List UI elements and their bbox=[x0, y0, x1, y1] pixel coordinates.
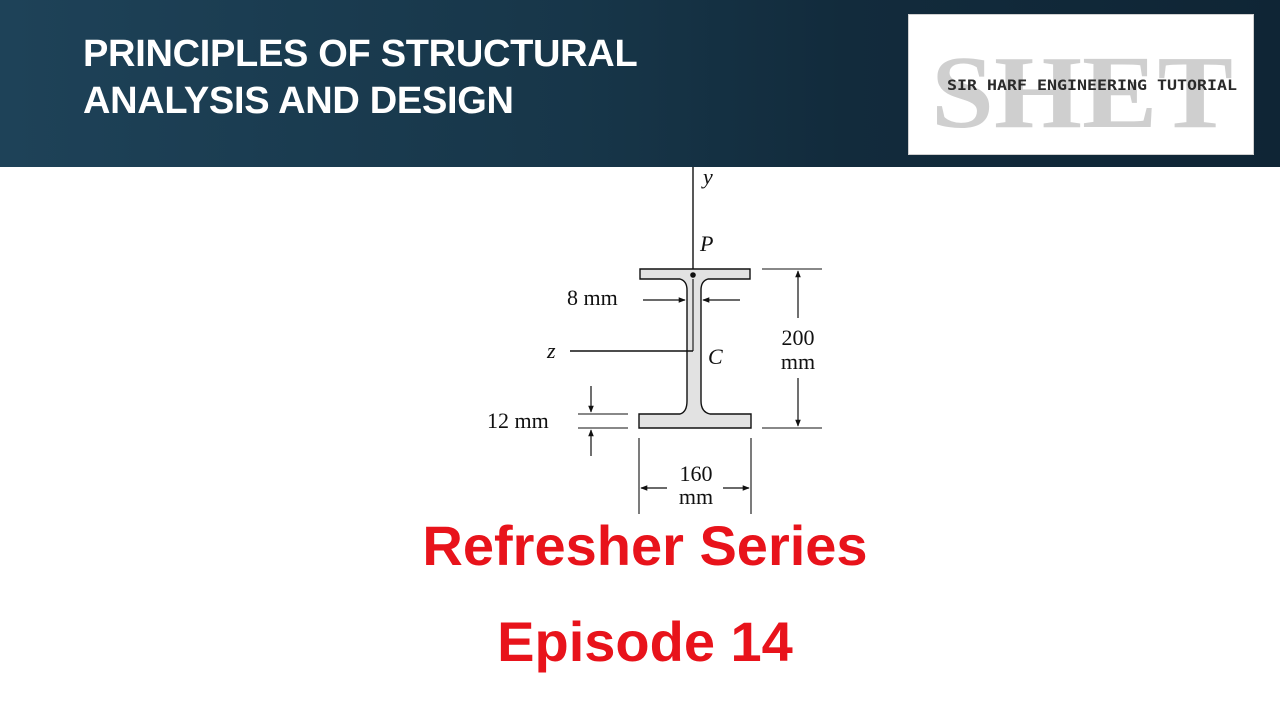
course-title-line-2: ANALYSIS AND DESIGN bbox=[83, 80, 514, 122]
logo-watermark: SHET bbox=[931, 35, 1233, 150]
z-axis-label: z bbox=[546, 338, 556, 363]
episode-title: Episode 14 bbox=[497, 610, 793, 673]
channel-logo: SHET SIR HARF ENGINEERING TUTORIAL bbox=[908, 14, 1254, 155]
title-banner: PRINCIPLES OF STRUCTURAL ANALYSIS AND DE… bbox=[0, 0, 1280, 167]
i-beam-cross-section-diagram: y P z C 8 mm 200 mm 12 mm bbox=[487, 167, 822, 514]
logo-graphic: SHET SIR HARF ENGINEERING TUTORIAL bbox=[931, 35, 1237, 150]
flange-thickness-label: 12 mm bbox=[487, 408, 549, 433]
point-p-dot bbox=[690, 272, 696, 278]
course-title: PRINCIPLES OF STRUCTURAL ANALYSIS AND DE… bbox=[83, 31, 638, 125]
web-thickness-label: 8 mm bbox=[567, 285, 618, 310]
course-title-line-1: PRINCIPLES OF STRUCTURAL bbox=[83, 33, 638, 75]
y-axis-label: y bbox=[701, 167, 713, 189]
series-title: Refresher Series bbox=[422, 514, 868, 577]
depth-value: 200 bbox=[782, 325, 815, 350]
logo-tagline: SIR HARF ENGINEERING TUTORIAL bbox=[947, 78, 1237, 94]
width-unit: mm bbox=[679, 484, 713, 509]
i-beam-section bbox=[638, 268, 752, 429]
depth-unit: mm bbox=[781, 349, 815, 374]
width-value: 160 bbox=[680, 461, 713, 486]
point-p-label: P bbox=[699, 231, 713, 256]
centroid-label: C bbox=[708, 344, 723, 369]
